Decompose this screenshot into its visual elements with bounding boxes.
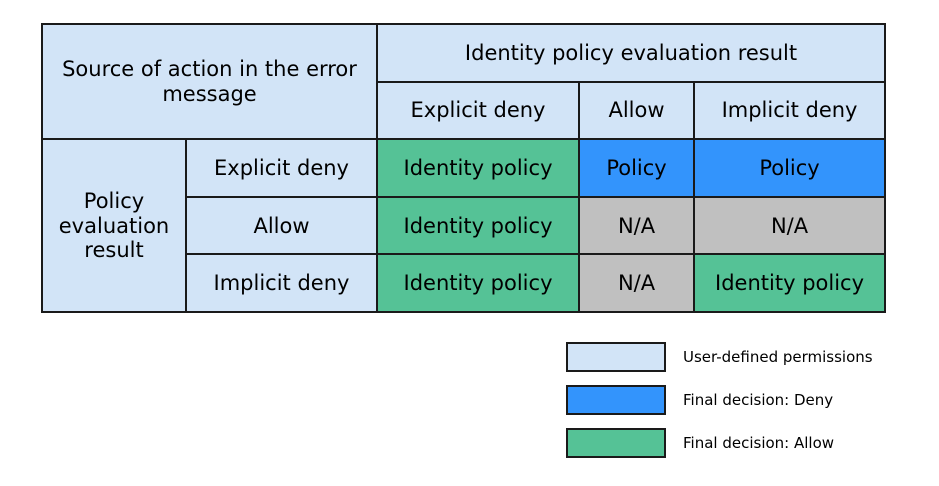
table-row: Implicit deny Identity policy N/A Identi… <box>42 253 887 313</box>
row-header-allow: Allow <box>184 195 379 256</box>
cell-allow-implicitdeny: N/A <box>693 195 887 256</box>
cell-implicitdeny-implicitdeny: Identity policy <box>693 253 887 313</box>
legend-item: Final decision: Deny <box>566 384 906 416</box>
column-group-header: Identity policy evaluation result <box>376 23 887 83</box>
corner-header: Source of action in the error message <box>40 22 379 141</box>
legend-label-allow: Final decision: Allow <box>683 434 835 452</box>
policy-evaluation-matrix: Source of action in the error message Id… <box>40 22 887 313</box>
cell-explicitdeny-explicitdeny: Identity policy <box>376 138 581 198</box>
legend-swatch-allow <box>566 428 666 458</box>
cell-allow-allow: N/A <box>578 195 696 256</box>
table-header-row-columns: Explicit deny Allow Implicit deny <box>42 80 887 141</box>
legend-swatch-user-defined <box>566 342 666 372</box>
row-group-label: Policy evaluation result <box>41 138 187 313</box>
legend-label-user-defined: User-defined permissions <box>683 348 873 366</box>
cell-implicitdeny-allow: N/A <box>578 253 696 313</box>
legend: User-defined permissions Final decision:… <box>566 341 906 470</box>
legend-label-deny: Final decision: Deny <box>683 391 834 409</box>
cell-allow-explicitdeny: Identity policy <box>376 195 581 256</box>
row-header-explicit-deny: Explicit deny <box>184 138 379 198</box>
legend-item: User-defined permissions <box>566 341 906 373</box>
cell-explicitdeny-allow: Policy <box>578 138 696 198</box>
cell-implicitdeny-explicitdeny: Identity policy <box>376 253 581 313</box>
table-row: Policy evaluation result Explicit deny I… <box>41 138 887 313</box>
legend-item: Final decision: Allow <box>566 427 906 459</box>
row-header-implicit-deny: Implicit deny <box>184 253 379 313</box>
legend-swatch-deny <box>566 385 666 415</box>
table-header-row-group: Source of action in the error message Id… <box>40 22 887 141</box>
column-header-implicit-deny: Implicit deny <box>693 80 887 141</box>
table-row: Allow Identity policy N/A N/A <box>42 195 887 256</box>
cell-explicitdeny-implicitdeny: Policy <box>693 138 887 198</box>
column-header-allow: Allow <box>578 80 696 141</box>
column-header-explicit-deny: Explicit deny <box>376 80 581 141</box>
